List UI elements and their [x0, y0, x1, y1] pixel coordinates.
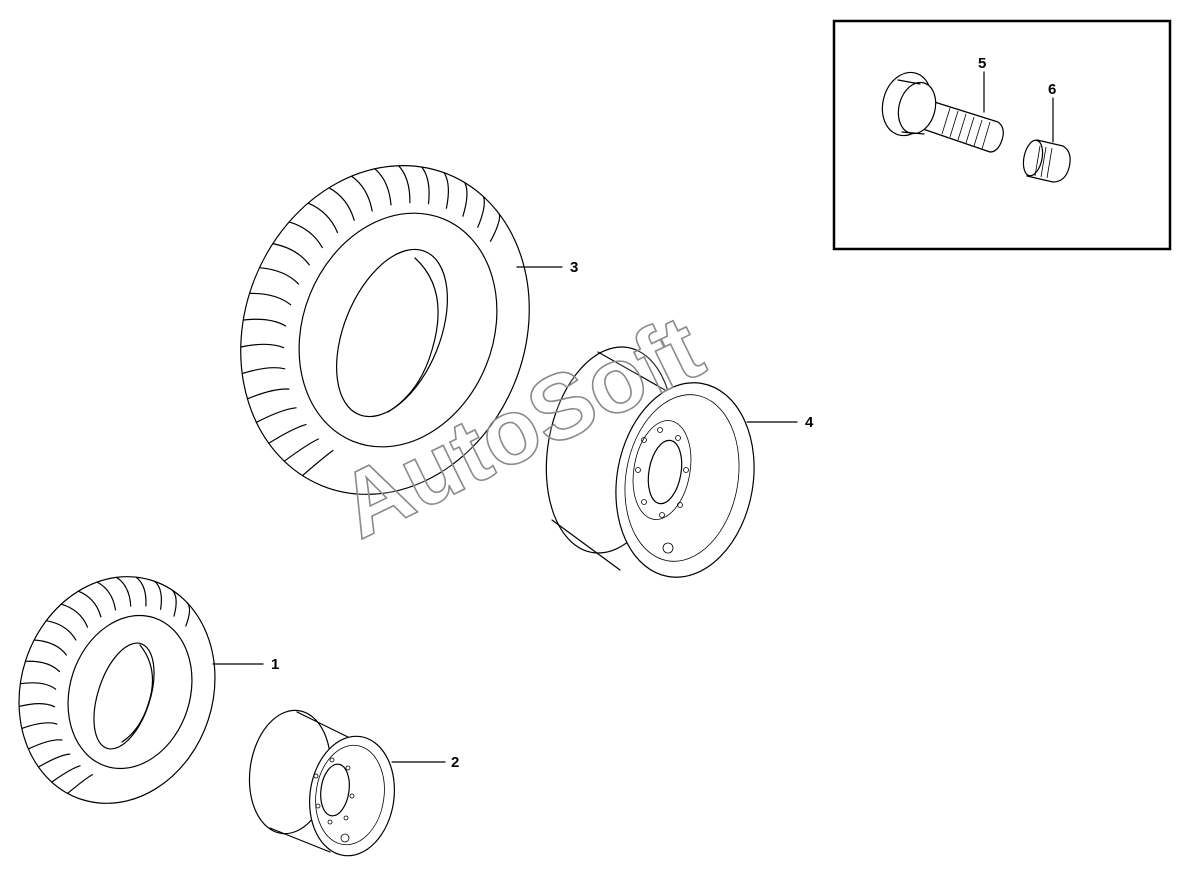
tread-lug	[477, 196, 485, 228]
tread-lug	[37, 753, 71, 768]
tread-lug	[255, 407, 297, 423]
tread-lug	[19, 682, 57, 690]
tread-lug	[307, 202, 339, 234]
tread-lug	[33, 639, 67, 656]
tread-lug	[67, 774, 94, 794]
tread-lug	[421, 166, 430, 205]
tread-lug	[288, 221, 323, 249]
tread-lug	[268, 424, 307, 444]
callout-4: 4	[805, 414, 814, 431]
fastener-inset	[832, 19, 1172, 251]
tread-lug	[443, 172, 449, 209]
wheel-bolt	[881, 71, 1004, 153]
tread-lug	[116, 576, 132, 607]
callout-1: 1	[271, 656, 279, 673]
tread-lug	[27, 739, 63, 750]
callout-6: 6	[1048, 81, 1056, 98]
callout-2: 2	[451, 754, 459, 771]
rim-large	[545, 346, 755, 578]
tread-lug	[328, 187, 355, 221]
tread-lug	[258, 267, 300, 285]
tread-lug	[398, 165, 411, 204]
tread-lug	[77, 590, 102, 618]
rim-large-bolt-holes	[635, 427, 689, 518]
tread-lug	[242, 318, 287, 327]
rim-small-bolt-holes	[313, 757, 355, 825]
tread-lug	[241, 367, 286, 375]
callout-5: 5	[978, 55, 986, 72]
tread-lug	[96, 581, 117, 611]
rim-small	[248, 709, 396, 857]
tread-lug	[374, 168, 392, 206]
tread-lug	[60, 603, 89, 628]
tread-lug	[462, 182, 468, 217]
tread-lug	[171, 589, 177, 617]
tire-large	[240, 165, 530, 495]
wheel-nut	[1022, 139, 1071, 183]
tire-large-tread	[240, 165, 501, 477]
tread-lug	[301, 449, 334, 477]
tread-lug	[489, 213, 501, 242]
tread-lug	[45, 620, 77, 641]
tread-lug	[154, 580, 163, 610]
tread-lug	[18, 703, 56, 708]
tread-lug	[249, 292, 292, 306]
tread-lug	[185, 602, 191, 627]
tread-lug	[272, 243, 310, 266]
tread-lug	[51, 765, 81, 783]
tire-small	[18, 576, 216, 804]
tread-lug	[351, 175, 373, 212]
callout-3: 3	[570, 259, 578, 276]
tread-lug	[21, 722, 58, 729]
tread-lug	[240, 343, 285, 349]
tire-small-tread	[18, 576, 191, 794]
leader-lines	[212, 71, 1054, 763]
tread-lug	[283, 438, 319, 462]
tread-lug	[135, 576, 147, 607]
tread-lug	[24, 660, 61, 673]
tread-lug	[246, 388, 290, 400]
